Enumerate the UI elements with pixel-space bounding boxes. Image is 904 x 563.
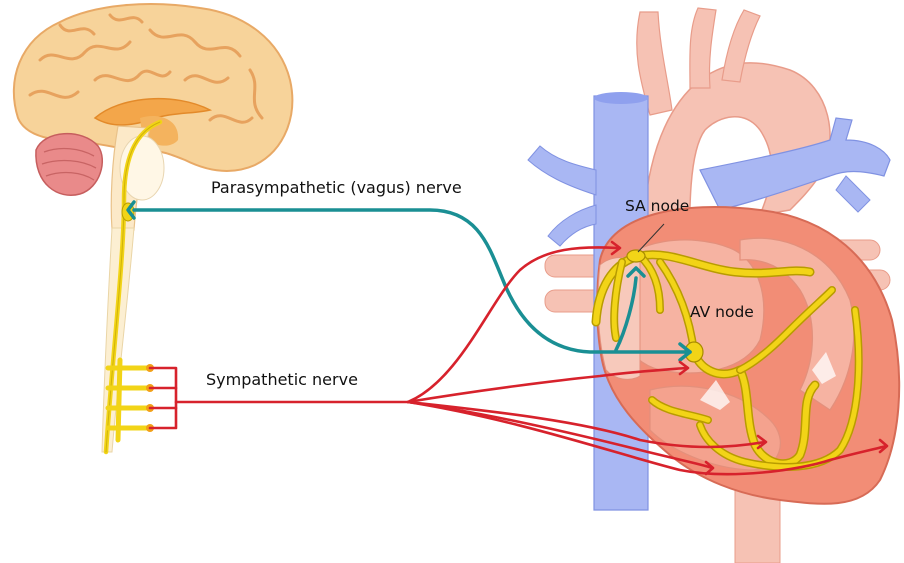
sympathetic-label: Sympathetic nerve xyxy=(206,372,358,388)
av-node-label: AV node xyxy=(690,305,754,321)
heart-illustration xyxy=(528,8,899,563)
sa-node-label: SA node xyxy=(625,199,689,215)
parasympathetic-label: Parasympathetic (vagus) nerve xyxy=(211,180,462,196)
